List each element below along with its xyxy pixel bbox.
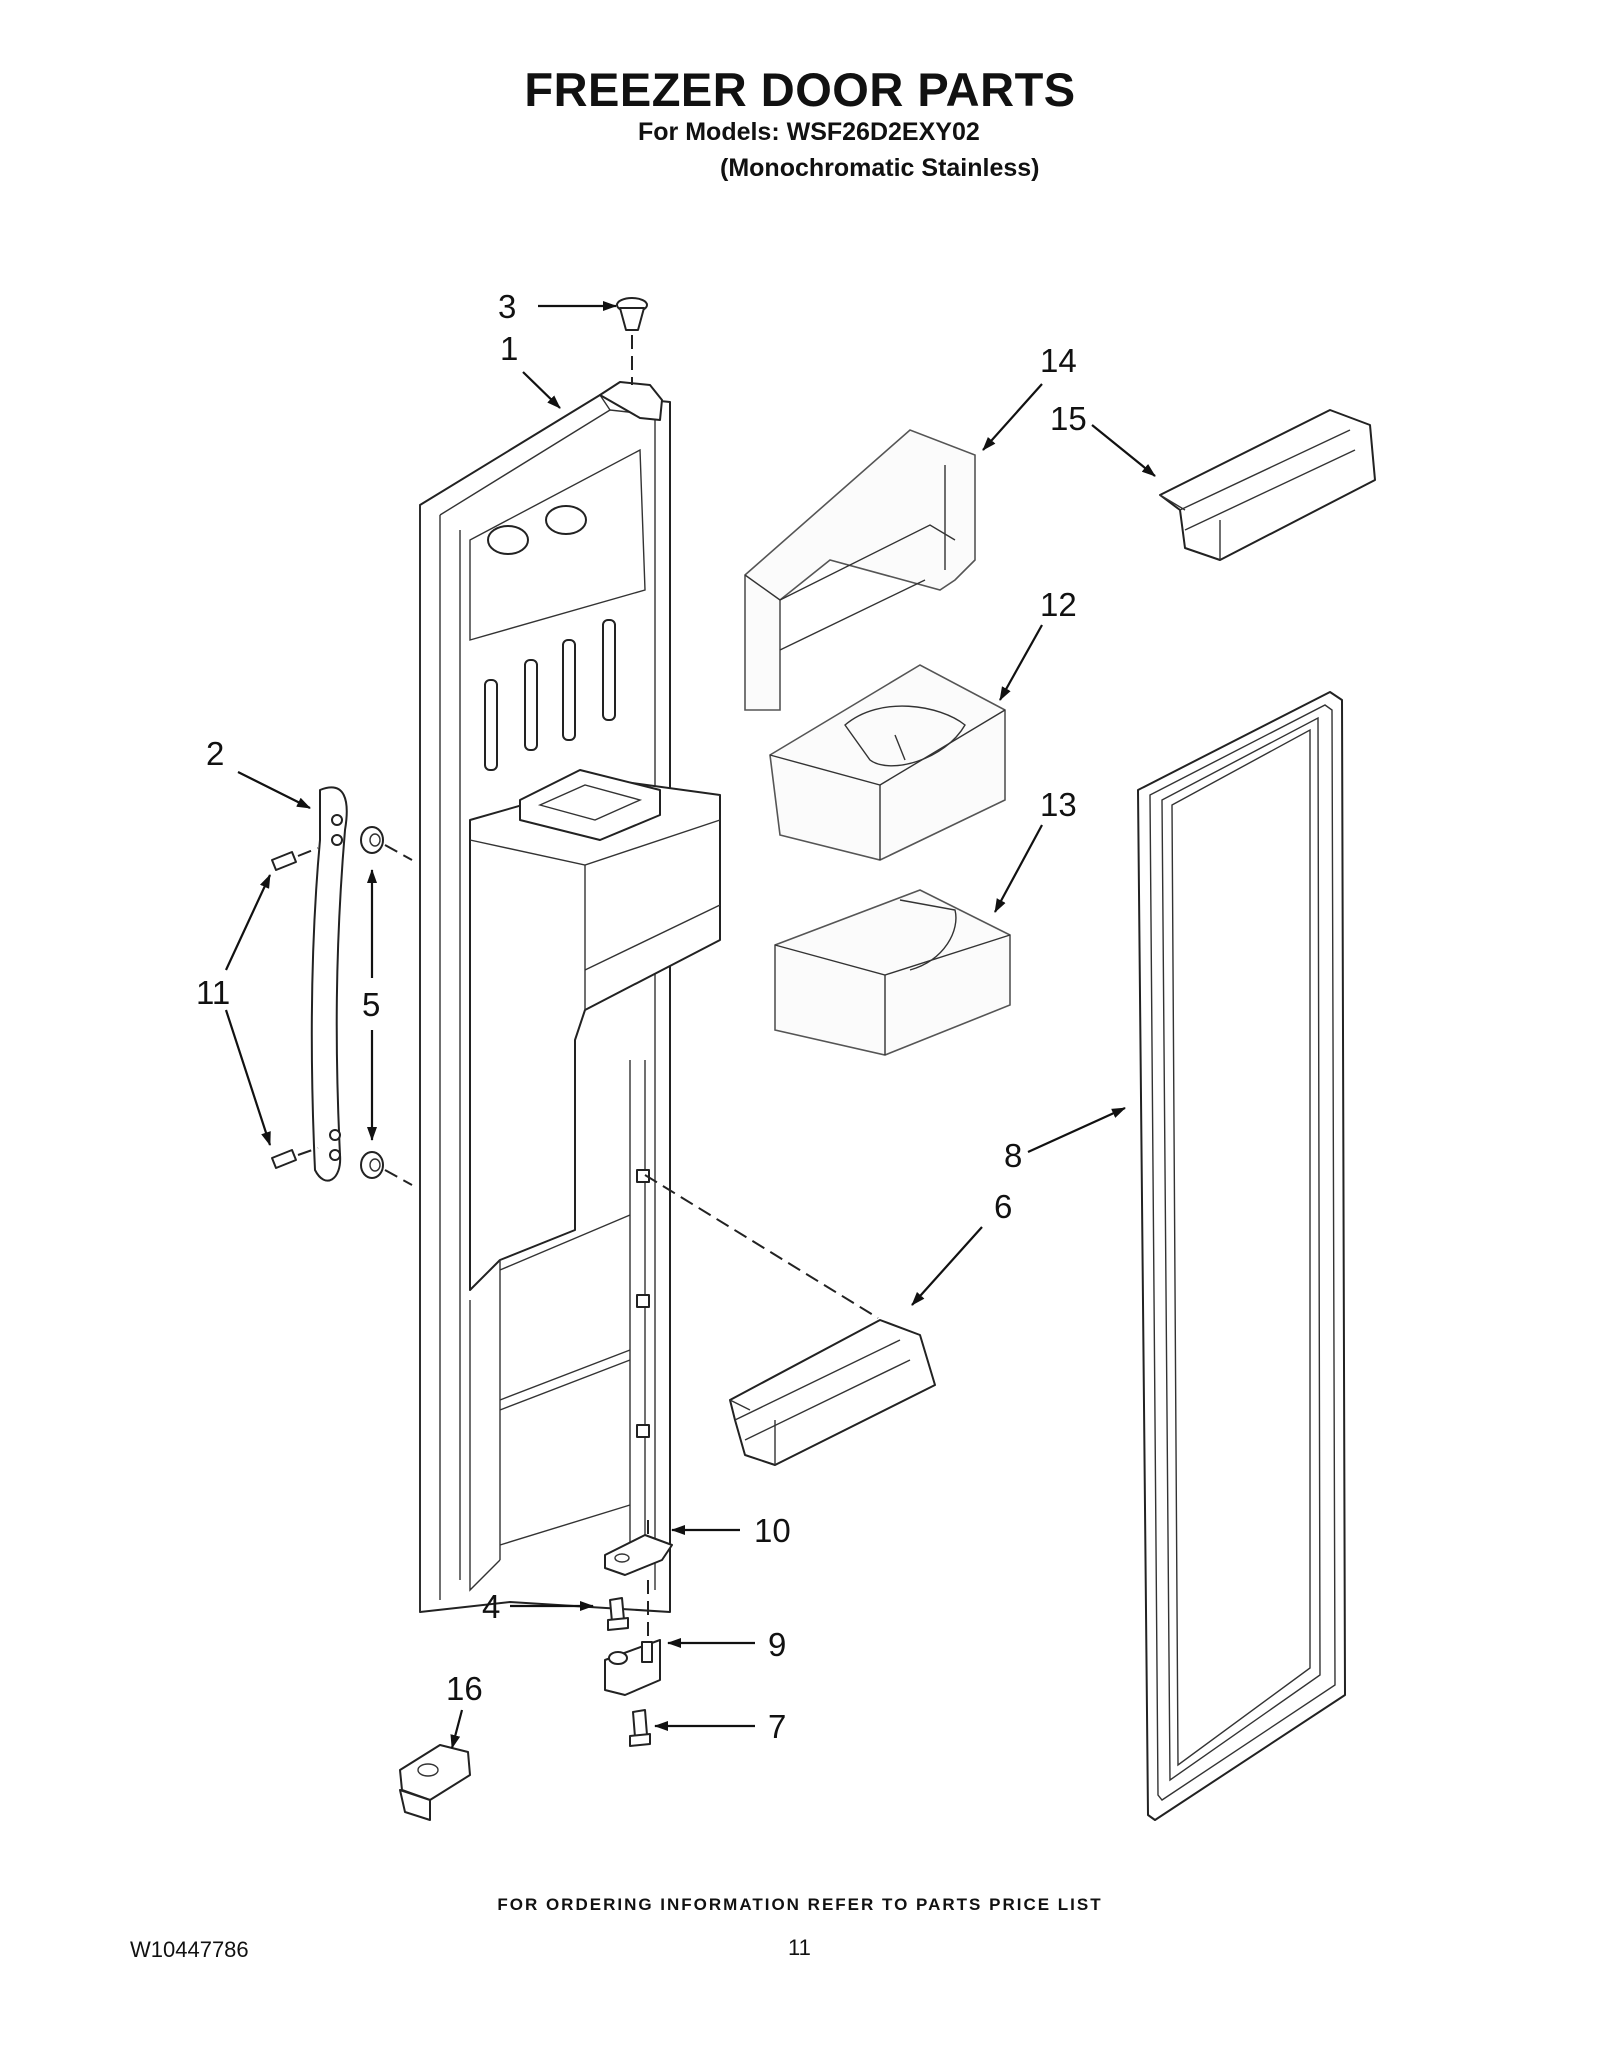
callout-leaders bbox=[224, 301, 1156, 1749]
callout-1: 1 bbox=[500, 330, 518, 367]
door-gasket-part bbox=[1137, 691, 1346, 1821]
page-number: 11 bbox=[788, 1935, 811, 1960]
callout-10: 10 bbox=[754, 1512, 791, 1549]
callout-2: 2 bbox=[206, 735, 224, 772]
page-title: FREEZER DOOR PARTS bbox=[524, 63, 1076, 116]
callout-14: 14 bbox=[1040, 342, 1077, 379]
callout-6: 6 bbox=[994, 1188, 1012, 1225]
callout-3: 3 bbox=[498, 288, 516, 325]
callout-11: 11 bbox=[196, 974, 230, 1011]
callout-4: 4 bbox=[482, 1588, 500, 1625]
lower-door-bin-part bbox=[644, 1174, 936, 1466]
dispenser-trim-part bbox=[744, 429, 976, 711]
callout-7: 7 bbox=[768, 1708, 786, 1745]
callout-8: 8 bbox=[1004, 1137, 1022, 1174]
chute-cover-part bbox=[774, 889, 1011, 1056]
callout-13: 13 bbox=[1040, 786, 1077, 823]
document-number: W10447786 bbox=[130, 1937, 249, 1962]
ice-chute-part bbox=[769, 664, 1006, 861]
callout-5: 5 bbox=[362, 986, 380, 1023]
callout-16: 16 bbox=[446, 1670, 483, 1707]
top-hinge-screw-part bbox=[616, 297, 648, 385]
freezer-door-part bbox=[419, 381, 721, 1613]
door-handle-part bbox=[271, 786, 413, 1186]
callout-15: 15 bbox=[1050, 400, 1087, 437]
bottom-hinge-hardware bbox=[399, 1520, 673, 1821]
variant-line: (Monochromatic Stainless) bbox=[720, 154, 1040, 182]
top-door-bin-part bbox=[1159, 409, 1376, 561]
models-line: For Models: WSF26D2EXY02 bbox=[638, 118, 980, 146]
callout-labels: 3 1 14 15 12 2 13 11 5 8 6 10 4 9 16 7 bbox=[196, 288, 1087, 1745]
callout-12: 12 bbox=[1040, 586, 1077, 623]
ordering-note: FOR ORDERING INFORMATION REFER TO PARTS … bbox=[497, 1895, 1103, 1914]
callout-9: 9 bbox=[768, 1626, 786, 1663]
